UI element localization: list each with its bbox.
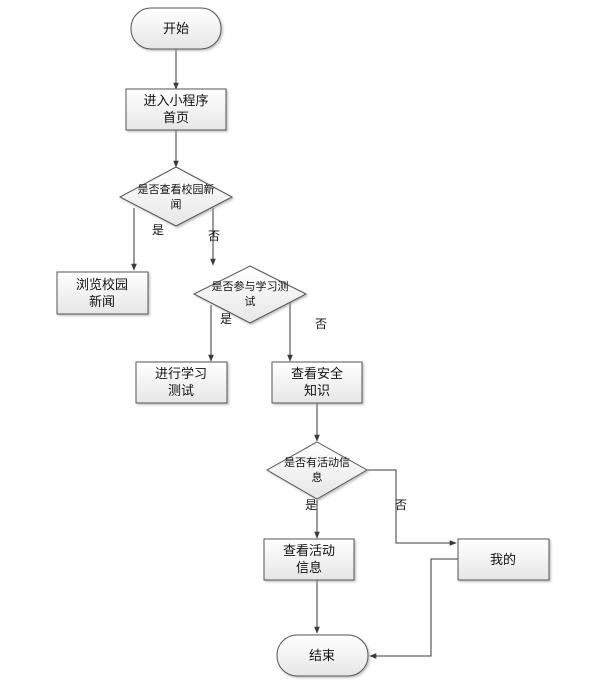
decision-news [118,166,234,227]
browse-news-label-line1: 浏览校园 [76,277,128,293]
connectors [131,49,458,659]
safety-process [271,361,363,404]
browse-news-label-line2: 新闻 [89,294,115,310]
edge-labels: 是 否 是 否 是 否 [152,223,407,512]
edge-label-test-yes: 是 [220,312,232,326]
safety-label-line2: 知识 [304,383,330,399]
start-terminal [130,7,222,50]
edge-mine-end [369,558,458,659]
decision-test-label-line2: 试 [245,295,256,308]
home-process [125,88,227,131]
edge-label-test-no: 否 [315,317,327,331]
activity-info-process [263,538,355,581]
edge-label-activity-no: 否 [395,498,407,512]
nodes [56,7,550,677]
decision-news-label-line2: 闻 [171,197,182,211]
decision-activity-label-line2: 息 [312,470,323,484]
edge-label-news-yes: 是 [152,223,164,237]
do-test-process [135,361,228,404]
edge-label-activity-yes: 是 [305,498,317,512]
browse-news-process [56,271,149,315]
decision-activity-label-line1: 是否有活动信 [284,455,350,469]
activity-info-label-line2: 信息 [296,560,322,576]
home-label-line1: 进入小程序 [143,94,208,109]
node-labels: 开始 进入小程序 首页 是否查看校园新 闻 浏览校园 新闻 是否参与学习测 试 … [76,22,516,664]
mine-label: 我的 [490,552,516,568]
activity-info-label-line1: 查看活动 [283,543,335,559]
end-terminal [276,634,369,677]
decision-news-label-line1: 是否查看校园新 [138,182,215,196]
home-label-line2: 首页 [163,111,189,126]
decision-test-label-line1: 是否参与学习测 [212,279,289,293]
decision-test [192,265,308,324]
safety-label-line1: 查看安全 [291,366,343,382]
start-label: 开始 [163,22,189,37]
decision-activity [265,441,369,500]
edge-label-news-no: 否 [208,229,220,243]
mine-process [457,538,550,581]
do-test-label-line1: 进行学习 [155,366,207,382]
edge-activity-no [367,469,457,546]
do-test-label-line2: 测试 [168,384,194,399]
end-label: 结束 [309,649,335,664]
